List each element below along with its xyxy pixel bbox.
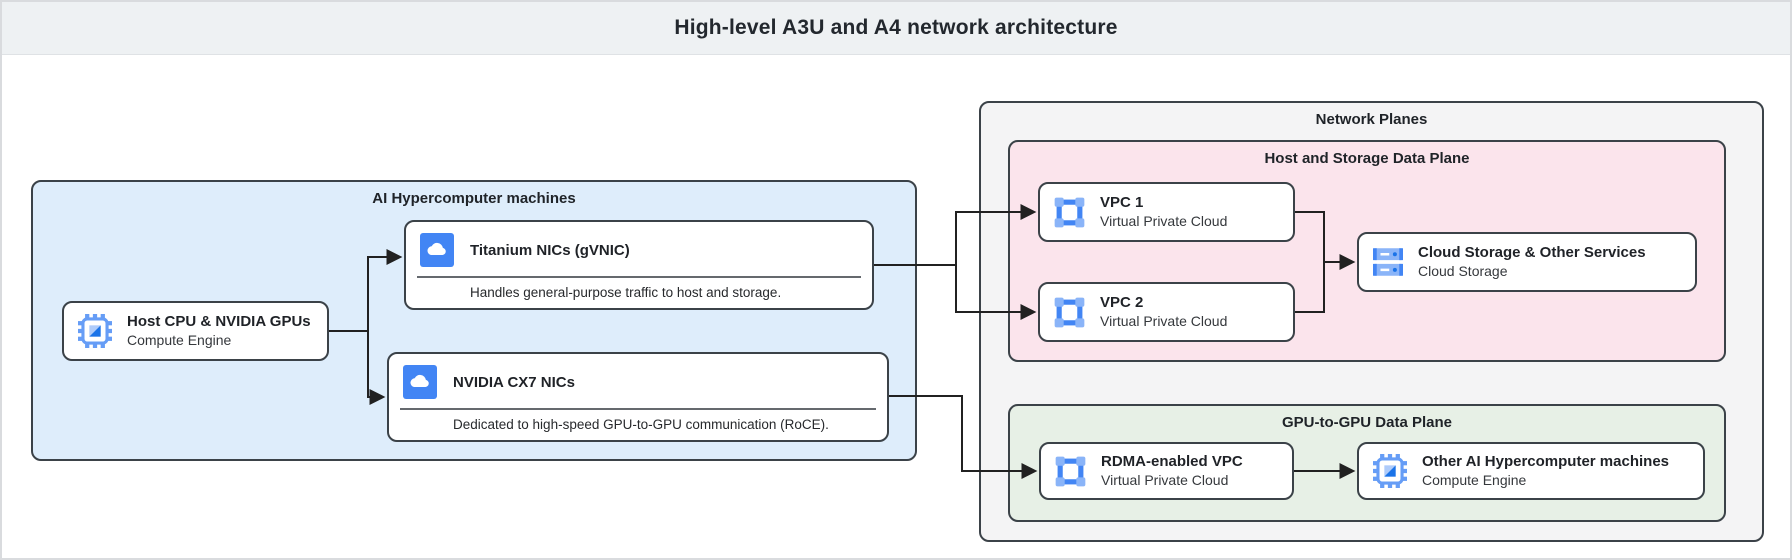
cloud-nic-icon [403, 365, 437, 399]
group-title-host-storage-plane: Host and Storage Data Plane [1264, 150, 1470, 167]
compute-engine-icon [78, 314, 112, 348]
node-vpc-2: VPC 2 Virtual Private Cloud [1038, 282, 1295, 342]
node-subtitle: Virtual Private Cloud [1100, 212, 1228, 229]
node-subtitle: Compute Engine [1422, 471, 1527, 488]
node-title: Other AI Hypercomputer machines [1422, 452, 1670, 470]
node-subtitle: Compute Engine [127, 331, 232, 348]
node-title: VPC 2 [1100, 293, 1144, 311]
node-cloud-storage-other-services: Cloud Storage & Other Services Cloud Sto… [1357, 232, 1697, 292]
node-other-ai-hypercomputer-machines: Other AI Hypercomputer machines Compute … [1357, 442, 1705, 500]
node-title: NVIDIA CX7 NICs [453, 373, 575, 391]
cloud-nic-icon [420, 233, 454, 267]
node-title: Cloud Storage & Other Services [1418, 243, 1646, 261]
compute-engine-icon [1373, 454, 1407, 488]
node-titanium-nics: Titanium NICs (gVNIC) Handles general-pu… [404, 220, 874, 310]
node-host-cpu-nvidia-gpus: Host CPU & NVIDIA GPUs Compute Engine [62, 301, 329, 361]
node-title: RDMA-enabled VPC [1101, 452, 1243, 470]
cloud-storage-icon [1373, 248, 1403, 276]
vpc-icon [1055, 456, 1086, 487]
vpc-icon [1054, 297, 1085, 328]
group-title-ai-hypercomputer: AI Hypercomputer machines [372, 190, 576, 207]
node-title: Titanium NICs (gVNIC) [470, 241, 630, 259]
node-rdma-enabled-vpc: RDMA-enabled VPC Virtual Private Cloud [1039, 442, 1294, 500]
node-description: Handles general-purpose traffic to host … [470, 285, 782, 300]
node-subtitle: Virtual Private Cloud [1100, 312, 1228, 329]
node-subtitle: Virtual Private Cloud [1101, 471, 1229, 488]
group-title-gpu-plane: GPU-to-GPU Data Plane [1281, 414, 1453, 431]
group-title-network-planes: Network Planes [1315, 111, 1428, 128]
node-title: Host CPU & NVIDIA GPUs [127, 312, 311, 330]
node-vpc-1: VPC 1 Virtual Private Cloud [1038, 182, 1295, 242]
vpc-icon [1054, 197, 1085, 228]
node-description: Dedicated to high-speed GPU-to-GPU commu… [453, 417, 829, 432]
node-nvidia-cx7-nics: NVIDIA CX7 NICs Dedicated to high-speed … [387, 352, 889, 442]
divider [400, 408, 876, 410]
diagram-header: High-level A3U and A4 network architectu… [2, 2, 1790, 55]
page-title: High-level A3U and A4 network architectu… [674, 16, 1118, 39]
node-title: VPC 1 [1100, 193, 1144, 211]
node-subtitle: Cloud Storage [1418, 262, 1508, 279]
divider [417, 276, 861, 278]
